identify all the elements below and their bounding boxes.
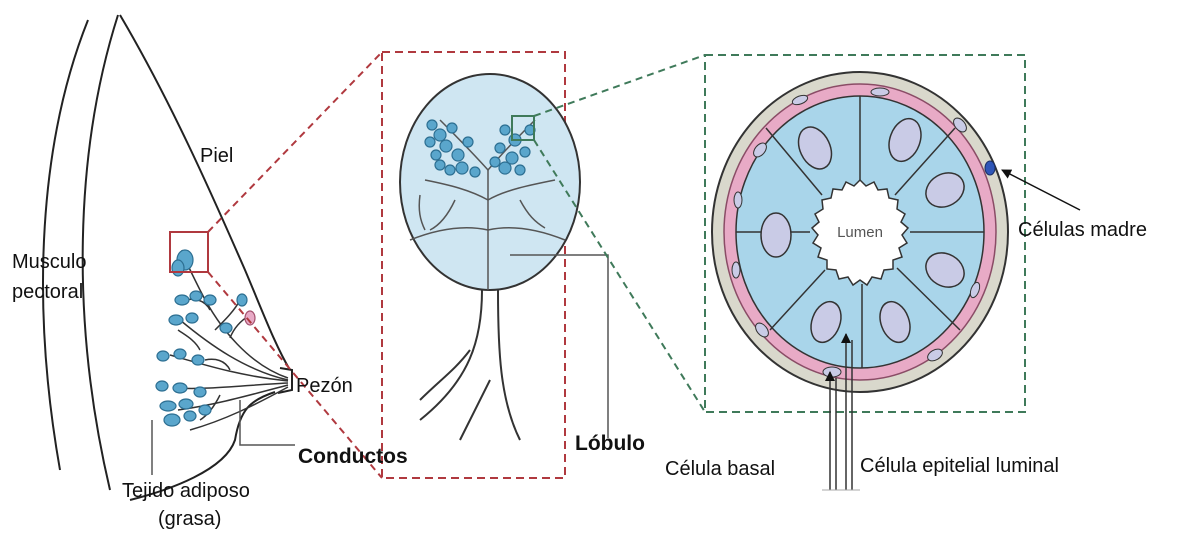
lumen-label: Lumen [837,224,883,241]
lobule-duct [420,290,520,440]
pezon-label: Pezón [296,375,353,397]
tejido-label-line2: (grasa) [158,508,221,530]
pectoral-muscle-line [83,15,118,490]
piel-label: Piel [200,145,233,167]
lobule-oval [400,74,580,290]
celula-basal-label: Célula basal [665,458,775,480]
skin-outline [120,15,290,370]
celula-epitelial-label: Célula epitelial luminal [860,455,1059,477]
lobulo-label: Lóbulo [575,432,645,455]
stem-cell-arrow [1002,170,1080,210]
tejido-label-line1: Tejido adiposo [122,480,250,502]
acinus-cross-section: Lumen [712,72,1008,392]
chest-wall-outer-line [43,20,88,470]
lobule-enlarged [400,74,608,440]
lobule-cluster [156,250,255,426]
musculo-label-line1: Musculo [12,251,86,273]
conductos-label: Conductos [298,445,408,468]
musculo-label-line2: pectoral [12,281,83,303]
celulas-madre-label: Células madre [1018,219,1147,241]
stem-cell [985,161,995,175]
